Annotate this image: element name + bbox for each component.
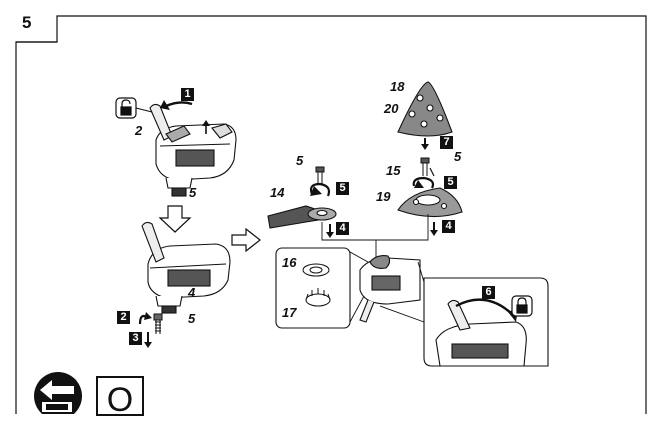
label-20: 20 [384, 101, 399, 116]
screw-left [315, 166, 325, 184]
step-2-badge: 2 [117, 311, 130, 324]
saw-blade [267, 205, 337, 229]
down-hollow-arrow [158, 205, 192, 233]
adapter-16 [302, 263, 330, 277]
adapter-17 [305, 288, 331, 307]
symbol-box-o: O [96, 376, 144, 419]
label-15: 15 [386, 163, 401, 178]
tool-head-open [141, 221, 231, 314]
label-18: 18 [390, 79, 405, 94]
screw-part [153, 313, 163, 334]
label-16: 16 [282, 255, 297, 270]
sanding-sheet [397, 81, 453, 137]
label-5-bottom: 5 [188, 311, 196, 326]
step-5-badge-left: 5 [336, 182, 349, 195]
screw-right [420, 157, 430, 176]
step-7-badge: 7 [440, 136, 453, 149]
rotate-arrow-left [309, 182, 331, 197]
lock-icon [511, 295, 533, 317]
label-5-blade: 5 [296, 153, 304, 168]
sanding-plate [397, 187, 463, 218]
tool-head-bottom [359, 255, 421, 323]
tool-head-locking [435, 299, 527, 367]
figure-number: 5 [22, 13, 32, 32]
rotate-arrow-6 [455, 298, 513, 315]
step-4-badge-right: 4 [442, 220, 455, 233]
label-4: 4 [188, 285, 196, 300]
label-2: 2 [135, 123, 143, 138]
unlock-icon [115, 97, 137, 119]
label-5-top: 5 [189, 185, 197, 200]
rotate-arrow-right [412, 176, 435, 189]
step-3-badge: 3 [129, 332, 142, 345]
remove-battery-icon [34, 372, 82, 414]
step-1-badge: 1 [181, 88, 194, 101]
label-14: 14 [270, 185, 285, 200]
inset-adapters [275, 247, 351, 329]
step-5-badge-right: 5 [444, 176, 457, 189]
label-19: 19 [376, 189, 391, 204]
tool-head-unlocking [149, 103, 237, 197]
label-17: 17 [282, 305, 297, 320]
step-6-badge: 6 [482, 286, 495, 299]
label-5-pad: 5 [454, 149, 462, 164]
figure-frame [15, 15, 647, 414]
rotate-arrow-1 [165, 101, 193, 108]
step-4-badge-left: 4 [336, 222, 349, 235]
right-hollow-arrow [231, 227, 261, 253]
